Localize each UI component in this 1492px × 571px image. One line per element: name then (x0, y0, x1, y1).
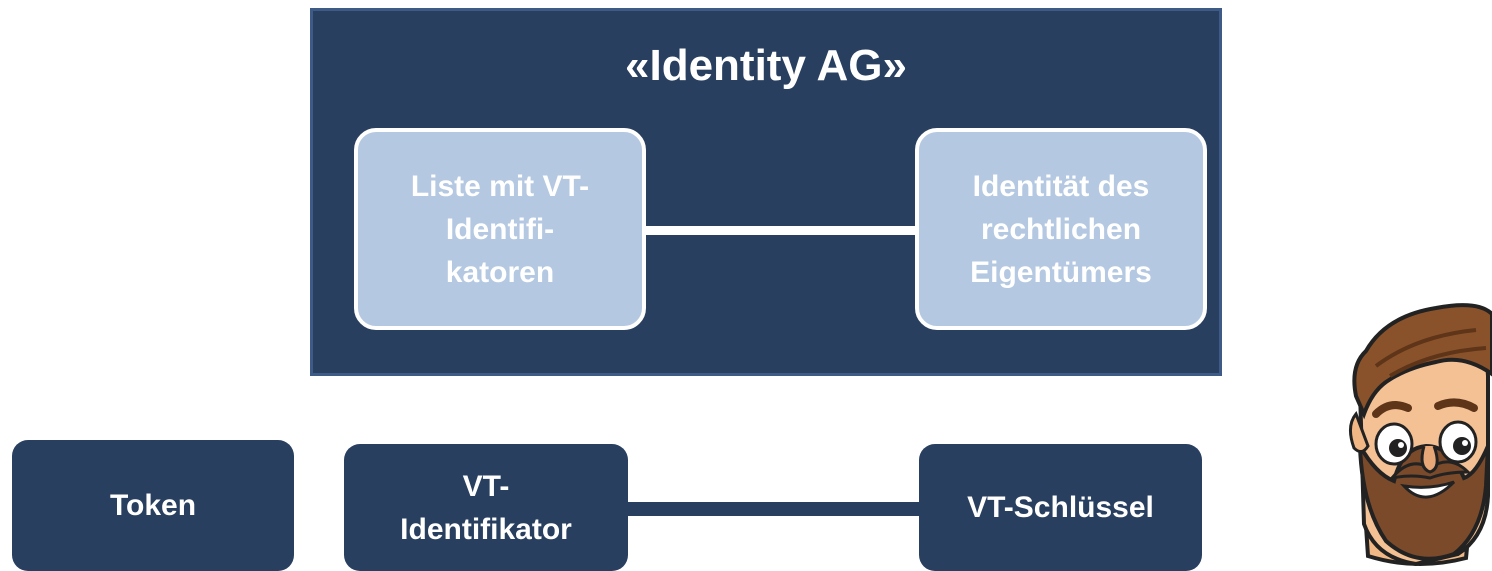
inner-connector-line (640, 226, 925, 235)
bearded-man-avatar-icon (1349, 303, 1492, 567)
bottom-connector-line (625, 502, 923, 516)
token-box: Token (12, 440, 294, 571)
vt-identifier-list-label: Liste mit VT- Identifi- katoren (410, 169, 590, 289)
vt-key-label: VT-Schlüssel (967, 491, 1154, 524)
identity-ag-title: «Identity AG» (625, 41, 907, 90)
vt-identifier-list-box: Liste mit VT- Identifi- katoren (354, 128, 646, 330)
legal-owner-identity-box: Identität des rechtlichen Eigentümers (915, 128, 1207, 330)
token-label: Token (109, 489, 197, 522)
vt-identifier-box: VT- Identifikator (344, 444, 628, 571)
legal-owner-identity-label: Identität des rechtlichen Eigentümers (970, 169, 1152, 289)
vt-key-box: VT-Schlüssel (919, 444, 1202, 571)
vt-identifier-label: VT- Identifikator (400, 469, 572, 546)
